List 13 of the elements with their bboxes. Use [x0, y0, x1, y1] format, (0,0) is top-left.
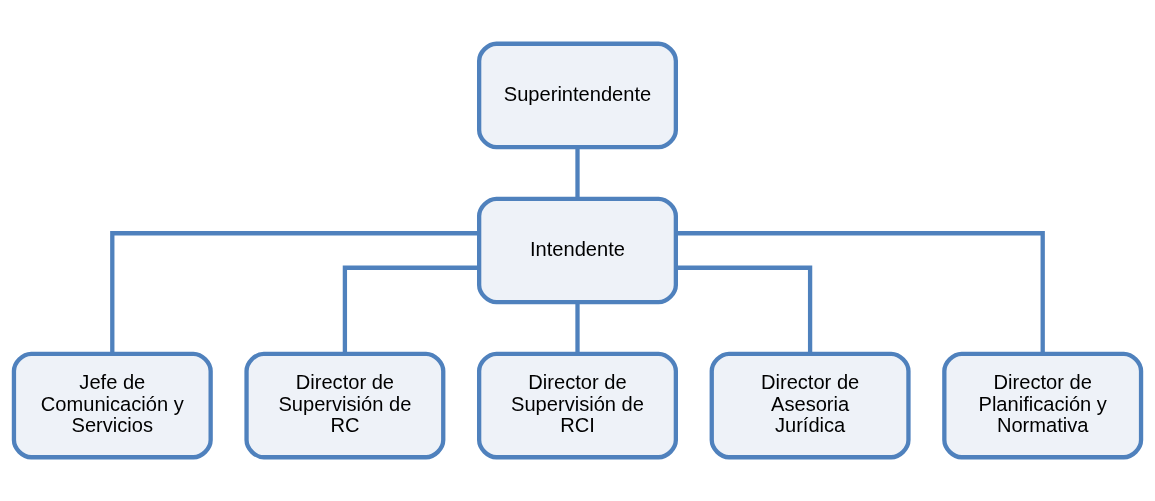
node-box: Intendente	[477, 196, 678, 305]
connector	[342, 265, 479, 354]
connector	[575, 302, 580, 354]
connector	[110, 231, 479, 354]
connector	[676, 231, 1045, 354]
node-box: Director de Asesoria Jurídica	[709, 351, 911, 460]
node-box: Superintendente	[477, 41, 678, 150]
node-box: Director de Supervisión de RCI	[477, 351, 678, 460]
connector	[676, 265, 813, 354]
node-box: Director de Planificación y Normativa	[942, 351, 1144, 460]
node-box: Jefe de Comunicación y Servicios	[11, 351, 213, 460]
connector	[575, 147, 580, 199]
node-box: Director de Supervisión de RC	[244, 351, 446, 460]
